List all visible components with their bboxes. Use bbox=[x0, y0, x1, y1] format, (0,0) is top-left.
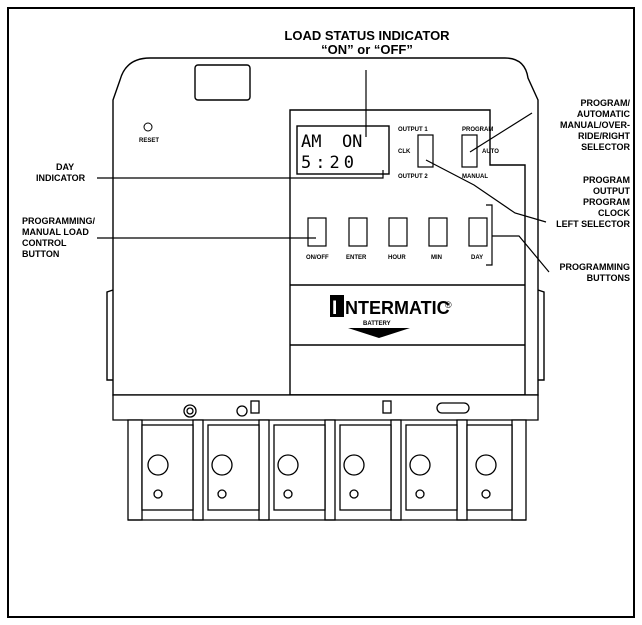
left-selector-label: PROGRAM bbox=[583, 197, 630, 207]
registered-mark: ® bbox=[445, 300, 452, 310]
right-selector-label: RIDE/RIGHT bbox=[578, 131, 631, 141]
enter-label: ENTER bbox=[346, 255, 367, 261]
terminals bbox=[127, 419, 527, 521]
programming-manual-label: CONTROL bbox=[22, 238, 67, 248]
terminal-screw bbox=[211, 454, 233, 476]
outer-border bbox=[7, 7, 635, 618]
right-selector-switch[interactable] bbox=[461, 134, 478, 168]
terminal-hole bbox=[481, 489, 491, 499]
programming-manual-label: PROGRAMMING/ bbox=[22, 216, 95, 226]
terminal-post bbox=[390, 419, 402, 521]
logo-initial-block bbox=[330, 295, 344, 317]
left-selector-label: CLOCK bbox=[598, 208, 630, 218]
day-indicator-label: INDICATOR bbox=[36, 173, 86, 183]
terminal-post bbox=[324, 419, 336, 521]
left-selector-label: LEFT SELECTOR bbox=[556, 219, 630, 229]
min-label: MIN bbox=[431, 255, 442, 261]
leader-right-selector bbox=[469, 112, 533, 153]
leader-button-bracket bbox=[486, 204, 493, 266]
on-off-label: ON/OFF bbox=[306, 255, 329, 261]
strip-base bbox=[112, 394, 539, 421]
left-selector-label: OUTPUT bbox=[593, 186, 631, 196]
load-status-subtitle: “ON” or “OFF” bbox=[321, 42, 413, 57]
reset-label: RESET bbox=[139, 138, 159, 144]
enter-button[interactable] bbox=[348, 217, 368, 247]
mount-hole-inner bbox=[186, 407, 194, 415]
terminal-hole bbox=[283, 489, 293, 499]
terminal-hole bbox=[217, 489, 227, 499]
battery-arrow-icon bbox=[348, 328, 410, 338]
terminal-block bbox=[273, 424, 326, 511]
leader-lines bbox=[97, 70, 550, 273]
terminal-screw bbox=[475, 454, 497, 476]
clk-label: CLK bbox=[398, 149, 411, 155]
terminal-post bbox=[456, 419, 468, 521]
terminal-hole bbox=[415, 489, 425, 499]
right-selector-label: SELECTOR bbox=[581, 142, 630, 152]
hour-label: HOUR bbox=[388, 255, 406, 261]
day-label: DAY bbox=[471, 255, 483, 261]
on-off-button[interactable] bbox=[307, 217, 327, 247]
leader-day-indicator bbox=[97, 170, 384, 179]
reset-button[interactable] bbox=[143, 122, 153, 132]
lcd-line-1: AM ON bbox=[301, 132, 362, 152]
auto-label: AUTO bbox=[482, 149, 499, 155]
terminal-hole bbox=[153, 489, 163, 499]
hour-button[interactable] bbox=[388, 217, 408, 247]
mount-hole bbox=[183, 404, 197, 418]
terminal-screw bbox=[343, 454, 365, 476]
terminal-slot bbox=[436, 402, 470, 414]
terminal-post bbox=[258, 419, 270, 521]
right-selector-label: AUTOMATIC bbox=[577, 109, 631, 119]
terminal-screw bbox=[277, 454, 299, 476]
right-selector-label: PROGRAM/ bbox=[581, 98, 631, 108]
battery-label: BATTERY bbox=[363, 321, 391, 327]
load-status-title: LOAD STATUS INDICATOR bbox=[284, 28, 450, 43]
programming-buttons-label: BUTTONS bbox=[587, 273, 630, 283]
terminal-strip bbox=[112, 394, 539, 421]
terminal-screw bbox=[147, 454, 169, 476]
left-selector-switch[interactable] bbox=[417, 134, 434, 168]
programming-manual-label: BUTTON bbox=[22, 249, 59, 259]
terminal-post bbox=[127, 419, 143, 521]
right-selector-label: MANUAL/OVER- bbox=[560, 120, 630, 130]
output-2-label: OUTPUT 2 bbox=[398, 174, 428, 180]
brand-name: NTERMATIC bbox=[345, 298, 450, 318]
lcd-line-2: 5:20 bbox=[301, 153, 358, 173]
output-1-label: OUTPUT 1 bbox=[398, 127, 428, 133]
min-button[interactable] bbox=[428, 217, 448, 247]
day-indicator-label: DAY bbox=[56, 162, 74, 172]
manual-label: MANUAL bbox=[462, 174, 488, 180]
terminal-screw bbox=[409, 454, 431, 476]
intermatic-logo: I NTERMATIC ® BATTERY bbox=[330, 295, 452, 338]
programming-buttons bbox=[307, 217, 488, 247]
terminal-tab bbox=[382, 400, 392, 414]
terminal-post bbox=[192, 419, 204, 521]
programming-manual-label: MANUAL LOAD bbox=[22, 227, 89, 237]
terminal-hole bbox=[349, 489, 359, 499]
mount-hole bbox=[236, 405, 248, 417]
right-side-tab bbox=[537, 289, 545, 381]
left-side-tab bbox=[106, 289, 114, 381]
logo-initial: I bbox=[332, 298, 337, 319]
program-label: PROGRAM bbox=[462, 127, 493, 133]
top-tab bbox=[194, 64, 251, 101]
left-selector-label: PROGRAM bbox=[583, 175, 630, 185]
terminal-post bbox=[511, 419, 527, 521]
day-button[interactable] bbox=[468, 217, 488, 247]
terminal-tab bbox=[250, 400, 260, 414]
programming-buttons-label: PROGRAMMING bbox=[560, 262, 631, 272]
leader-programming-buttons bbox=[492, 235, 550, 273]
lcd-display bbox=[296, 125, 390, 175]
leader-left-selector bbox=[425, 159, 547, 223]
